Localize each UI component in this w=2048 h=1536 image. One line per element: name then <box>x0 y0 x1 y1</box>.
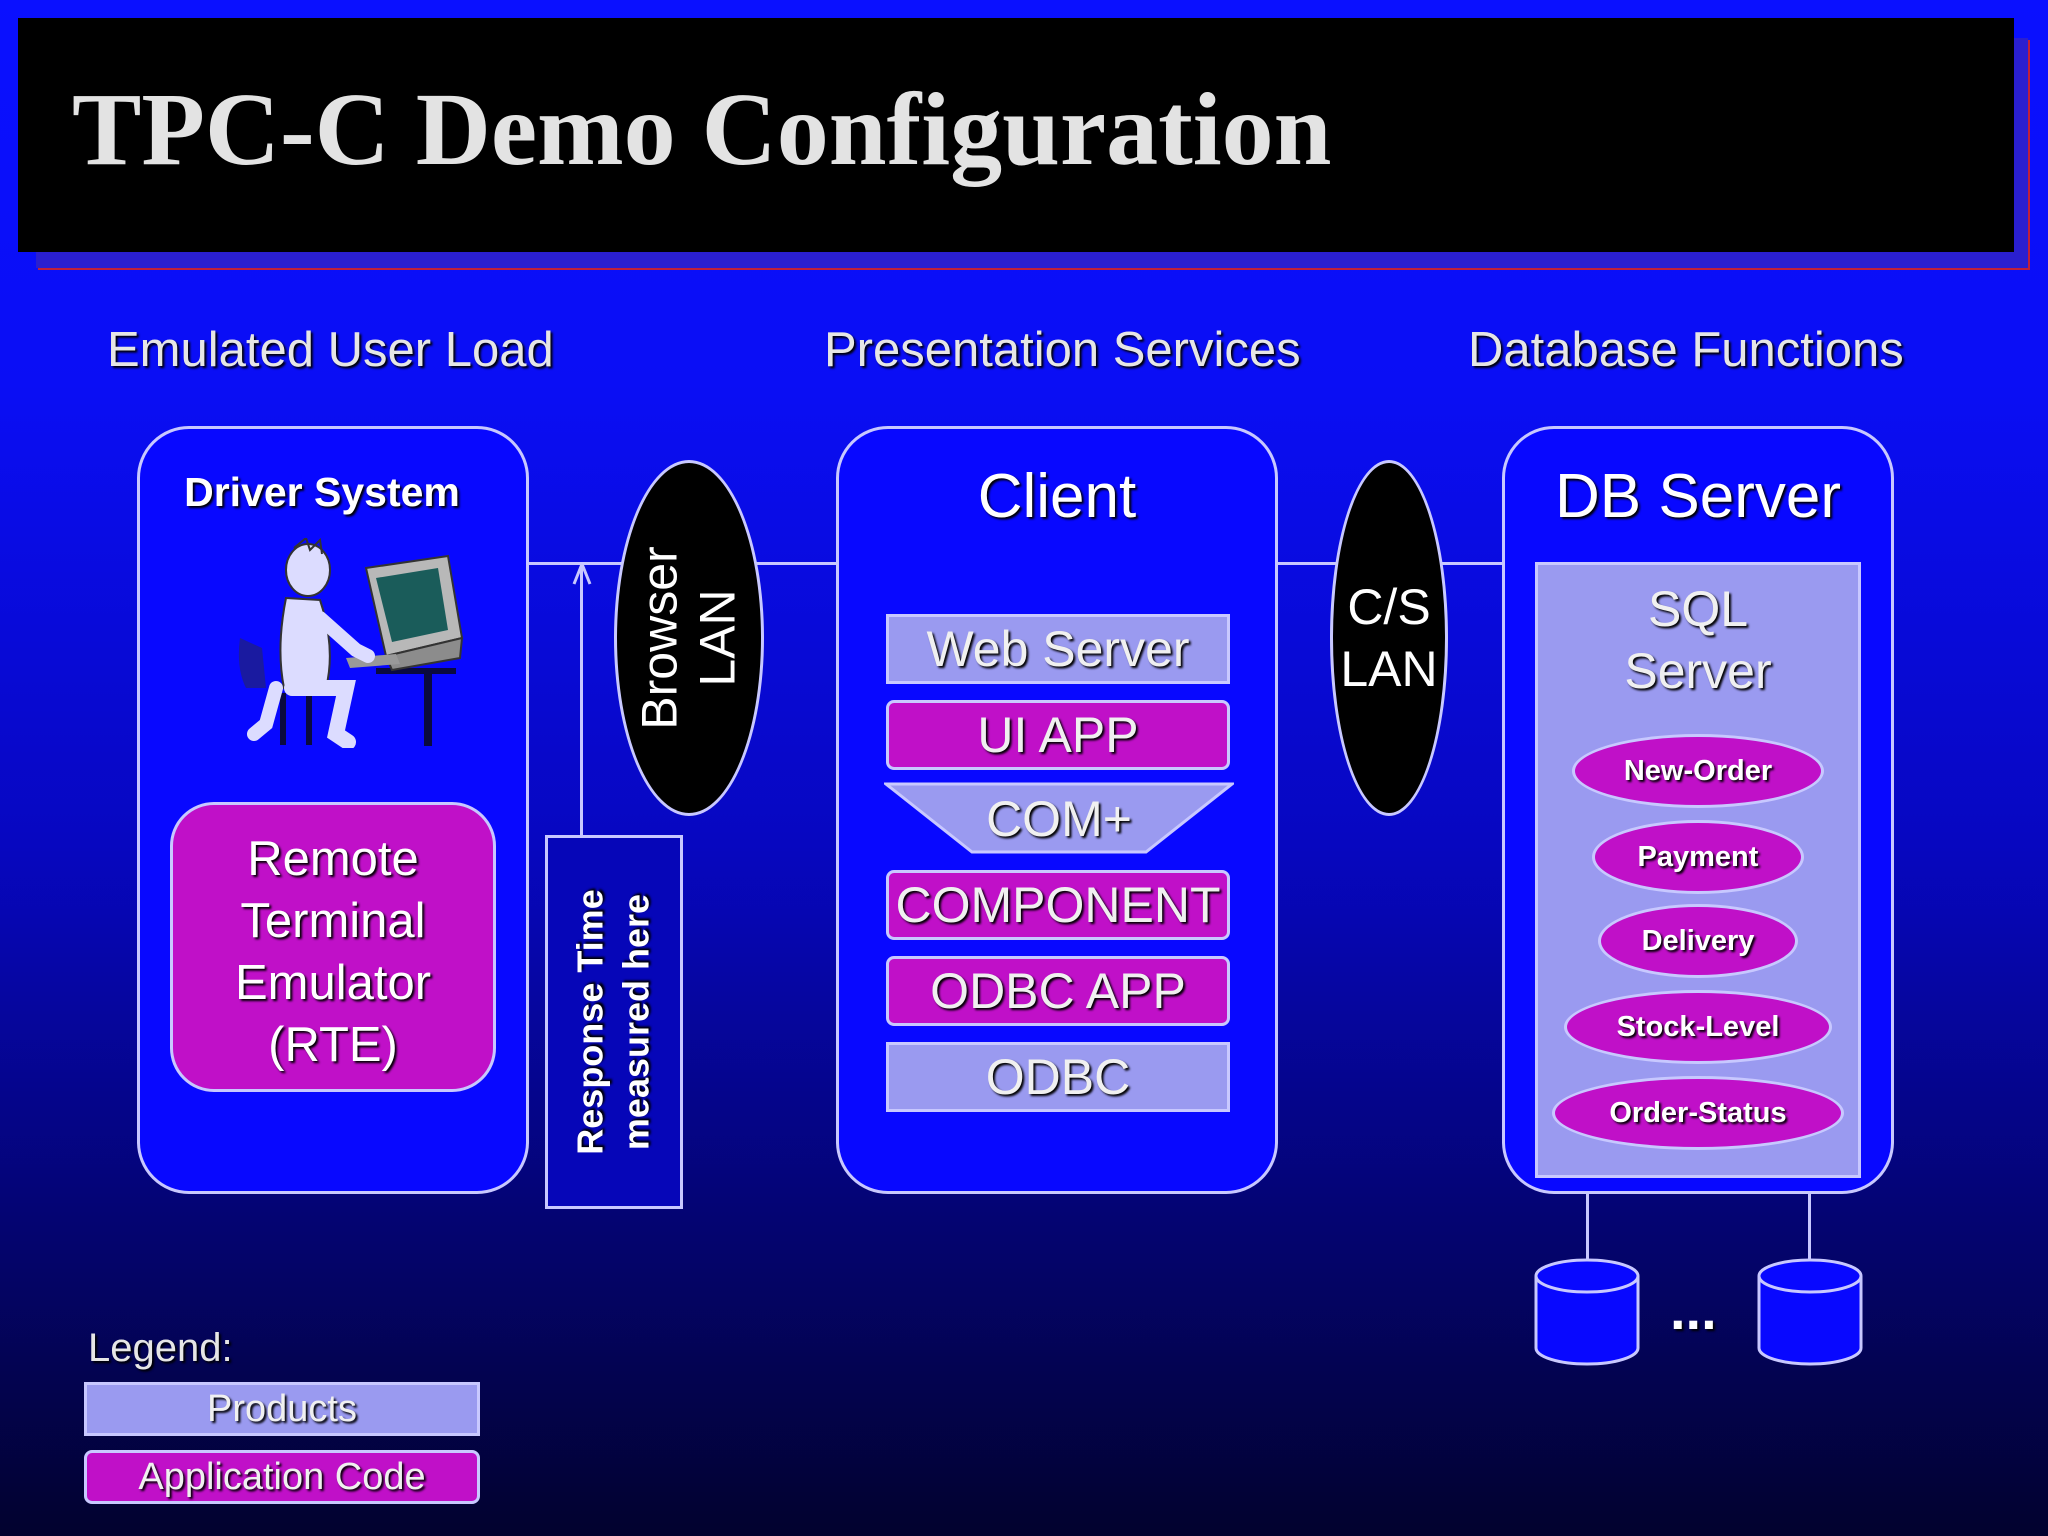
cs-lan-line-1: C/S <box>1347 579 1431 635</box>
tx-order-status: Order-Status <box>1552 1076 1844 1150</box>
browser-lan-line-2: LAN <box>690 589 746 687</box>
rte-label: Remote Terminal Emulator (RTE) <box>170 828 496 1076</box>
arrow-up-icon <box>572 563 592 585</box>
tx-delivery: Delivery <box>1598 904 1798 978</box>
section-database-functions: Database Functions <box>1468 323 1904 377</box>
response-time-box: Response Time measured here <box>545 835 683 1209</box>
rte-line-3: Emulator <box>234 956 432 1010</box>
rte-line-4: (RTE) <box>268 1018 398 1072</box>
stack-odbc-app: ODBC APP <box>886 956 1230 1026</box>
user-at-computer-icon <box>238 538 464 748</box>
disks-ellipsis: ... <box>1670 1278 1717 1341</box>
client-title: Client <box>977 462 1137 531</box>
disk-connector-2 <box>1808 1194 1811 1262</box>
title-bar <box>18 18 2014 252</box>
response-time-line-1: Response Time <box>570 889 611 1155</box>
cs-lan-ellipse: C/S LAN <box>1330 460 1448 816</box>
cs-lan-line-2: LAN <box>1340 641 1438 697</box>
legend-products: Products <box>84 1382 480 1436</box>
stack-com-plus: COM+ <box>986 791 1132 847</box>
driver-system-title: Driver System <box>184 469 460 515</box>
db-server-title: DB Server <box>1555 462 1841 531</box>
stack-web-server: Web Server <box>886 614 1230 684</box>
rte-line-1: Remote <box>247 832 419 886</box>
legend-title: Legend: <box>88 1326 233 1370</box>
section-presentation-services: Presentation Services <box>824 323 1301 377</box>
section-emulated-user-load: Emulated User Load <box>107 323 554 377</box>
browser-lan-ellipse: Browser LAN <box>614 460 764 816</box>
database-disk-icon <box>1757 1258 1863 1366</box>
stack-odbc: ODBC <box>886 1042 1230 1112</box>
tx-payment: Payment <box>1592 820 1804 894</box>
tx-stock-level: Stock-Level <box>1564 990 1832 1064</box>
com-plus-trapezoid <box>884 782 1234 854</box>
sql-server-label: SQL Server <box>1535 578 1861 702</box>
stack-component: COMPONENT <box>886 870 1230 940</box>
response-time-line-2: measured here <box>616 893 657 1151</box>
sql-line-1: SQL <box>1647 581 1749 637</box>
rte-line-2: Terminal <box>240 894 426 948</box>
disk-connector-1 <box>1586 1194 1589 1262</box>
tx-new-order: New-Order <box>1572 734 1824 808</box>
legend-application-code: Application Code <box>84 1450 480 1504</box>
database-disk-icon <box>1534 1258 1640 1366</box>
rte-box <box>170 802 496 1092</box>
browser-lan-line-1: Browser <box>632 546 688 730</box>
sql-line-2: Server <box>1624 643 1772 699</box>
response-time-pointer <box>580 568 583 836</box>
page-title: TPC-C Demo Configuration <box>72 72 1332 187</box>
stack-ui-app: UI APP <box>886 700 1230 770</box>
